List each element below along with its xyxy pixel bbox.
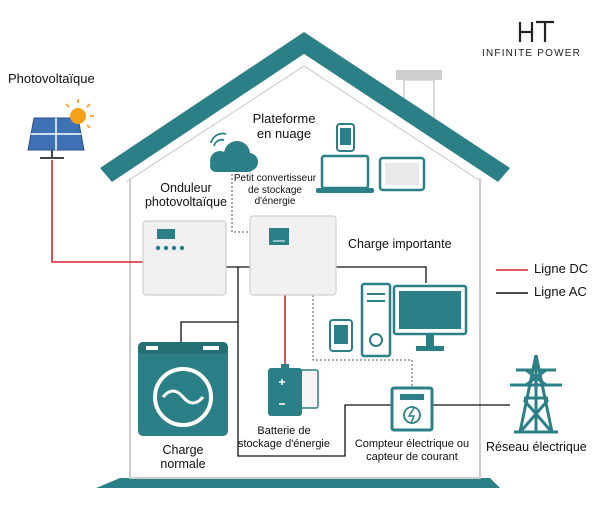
storage-converter-device	[249, 215, 337, 296]
meter-label-line1: Compteur électrique ou	[354, 438, 470, 450]
pylon-icon	[510, 354, 562, 434]
meter-label-line2: capteur de courant	[366, 450, 458, 463]
legend-dc-label: Ligne DC	[534, 261, 589, 276]
brand-logo-mark	[518, 20, 554, 42]
cloud-platform-label-line2: en nuage	[256, 125, 312, 141]
data-lines	[231, 170, 413, 388]
normal-load-label-line1: Charge	[162, 443, 204, 457]
heavy-load-label: Charge importante	[348, 237, 452, 251]
normal-load-label-line2: normale	[160, 457, 206, 472]
solar-panel-icon	[27, 117, 85, 159]
brand-tagline: INFINITE POWER	[482, 48, 582, 59]
pc-tower-icon	[360, 282, 392, 358]
small-phone-icon	[329, 319, 353, 352]
photovoltaic-label: Photovoltaïque	[8, 71, 95, 86]
legend-ac-label: Ligne AC	[534, 284, 587, 299]
storage-converter-label: Petit convertisseur de stockage d'énergi…	[232, 173, 318, 208]
house-roof	[100, 32, 510, 183]
tablet-icon	[378, 156, 426, 192]
normal-load-label: Charge normale	[138, 443, 228, 472]
pv-inverter-label-line1: Onduleur	[160, 181, 212, 195]
battery-label-line1: Batterie de	[257, 425, 311, 437]
pv-inverter-label-line2: photovoltaïque	[144, 195, 227, 210]
pv-inverter-label: Onduleur photovoltaïque	[136, 181, 236, 210]
storage-converter-label-line1: Petit convertisseur	[233, 173, 317, 184]
cloud-platform-label: Plateforme en nuage	[244, 111, 324, 142]
house-base	[96, 478, 500, 488]
ac-lines	[180, 266, 510, 457]
phone-icon	[336, 123, 355, 152]
meter-label: Compteur électrique ou capteur de couran…	[343, 438, 481, 463]
storage-converter-label-line2: de stockage	[248, 184, 302, 196]
grid-label: Réseau électrique	[486, 440, 587, 454]
battery-label: Batterie de stockage d'énergie	[236, 425, 332, 450]
house-wall	[129, 178, 481, 479]
sun-icon	[65, 99, 94, 129]
washing-machine-icon	[138, 342, 228, 436]
cloud-icon	[210, 141, 258, 172]
battery-label-line2: stockage d'énergie	[238, 437, 330, 450]
battery-icon	[268, 364, 319, 416]
laptop-icon	[316, 154, 374, 193]
monitor-icon	[392, 284, 468, 351]
storage-converter-label-line3: d'énergie	[254, 196, 296, 207]
meter-icon	[390, 386, 434, 432]
pv-inverter-device	[142, 220, 227, 296]
cloud-platform-label-line1: Plateforme	[252, 111, 316, 126]
wifi-icon	[210, 132, 227, 147]
dc-line-pv	[51, 160, 143, 263]
